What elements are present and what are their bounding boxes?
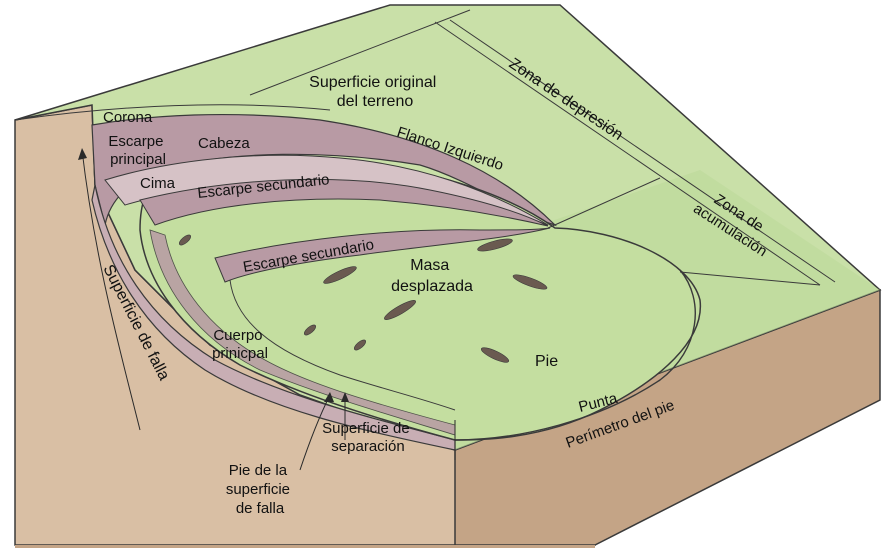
label-cima: Cima: [140, 175, 176, 192]
label-cuerpo-principal: Cuerpo prinicpal: [212, 327, 268, 362]
label-superficie-separacion: Superficie de separación: [322, 420, 414, 455]
block-bottom-fill: [15, 545, 595, 548]
label-corona: Corona: [103, 109, 153, 126]
label-escarpe-principal: Escarpe principal: [108, 133, 167, 168]
label-pie-superficie-falla: Pie de la superficie de falla: [226, 462, 294, 517]
label-cabeza: Cabeza: [198, 135, 250, 152]
label-pie: Pie: [535, 353, 558, 370]
